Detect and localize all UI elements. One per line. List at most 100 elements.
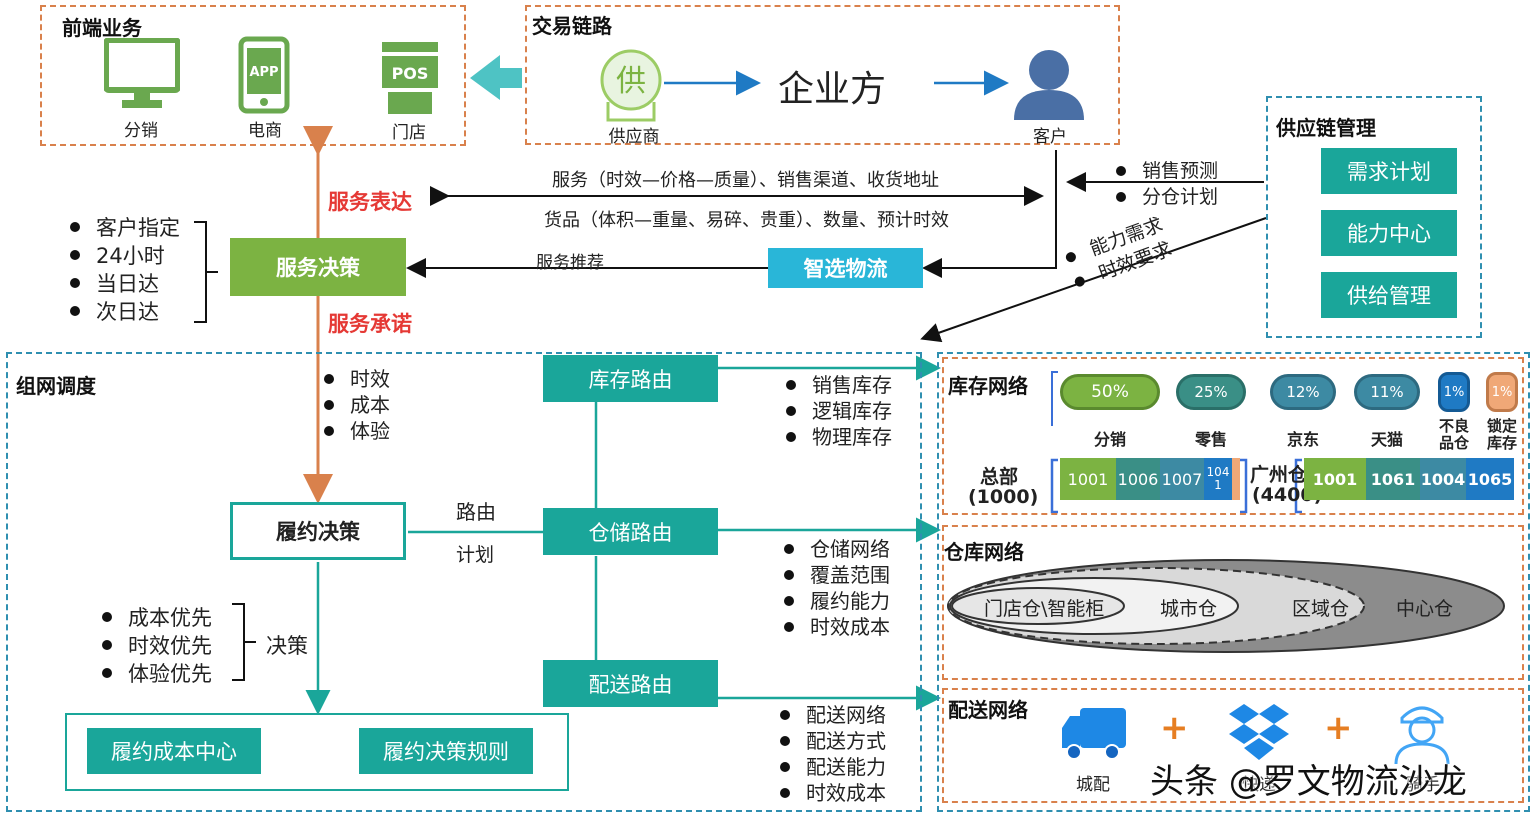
svg-text:POS: POS xyxy=(392,64,429,83)
service-decision-box[interactable]: 服务决策 xyxy=(230,238,406,296)
frontend-item-label: 门店 xyxy=(392,123,426,143)
gz-label: 广州仓 xyxy=(1250,464,1308,486)
routing-item: 履约能力 xyxy=(780,588,890,614)
courier-person-icon xyxy=(1394,706,1450,765)
hq-segment: 1006 xyxy=(1116,458,1160,500)
routing-item: 时效成本 xyxy=(776,780,886,806)
criteria-item: 成本 xyxy=(320,392,390,418)
channel-pill: 50% xyxy=(1060,374,1160,410)
hq-segment: 1001 xyxy=(1060,458,1116,500)
channel-label: 零售 xyxy=(1194,430,1227,449)
warehouse-level-label: 门店仓\智能柜 xyxy=(984,598,1105,620)
routing-item: 覆盖范围 xyxy=(780,562,890,588)
warehouse-network-section xyxy=(942,525,1524,680)
channel-pill: 11% xyxy=(1354,374,1420,410)
channel-pill: 1% xyxy=(1438,372,1470,412)
fulfillment-cost-center-box[interactable]: 履约成本中心 xyxy=(87,728,261,774)
channel-label: 天猫 xyxy=(1370,430,1403,449)
hq-segment-locked xyxy=(1232,458,1240,500)
network-section xyxy=(6,352,922,812)
channel-pill: 25% xyxy=(1176,374,1246,410)
parcel-box-icon xyxy=(1229,704,1289,760)
priority-item: 体验优先 xyxy=(98,660,212,688)
fulfillment-decision-box[interactable]: 履约决策 xyxy=(230,502,406,560)
mobile-app-icon: APP xyxy=(238,36,290,114)
service-promise-label: 服务承诺 xyxy=(328,312,412,336)
criteria-item: 时效 xyxy=(320,366,390,392)
priority-item: 时效优先 xyxy=(98,632,212,660)
routing-item: 配送网络 xyxy=(776,702,886,728)
warehouse-level-label: 城市仓 xyxy=(1160,598,1218,620)
channel-pill: 12% xyxy=(1270,374,1336,410)
pos-terminal-icon: POS xyxy=(382,42,438,114)
forecast-item: 分仓计划 xyxy=(1112,184,1218,210)
criteria-item: 体验 xyxy=(320,418,390,444)
warehouse-level-label: 区域仓 xyxy=(1292,598,1350,620)
svg-text:供: 供 xyxy=(616,64,646,99)
delivery-item-label: 快递 xyxy=(1242,775,1276,795)
gz-segment: 1004 xyxy=(1420,458,1466,500)
plus-icon: + xyxy=(1324,708,1353,748)
truck-icon xyxy=(1062,708,1126,760)
priority-list: 成本优先 时效优先 体验优先 xyxy=(98,604,212,688)
fulfillment-bottom-box xyxy=(65,713,569,791)
enterprise-label: 企业方 xyxy=(778,69,887,110)
criteria-list: 时效 成本 体验 xyxy=(320,366,390,444)
channel-label: 京东 xyxy=(1286,430,1319,449)
supplier-label: 供应商 xyxy=(608,127,660,147)
warehouse-network-title: 仓库网络 xyxy=(944,540,1024,564)
warehouse-level-label: 中心仓 xyxy=(1396,598,1454,620)
smart-logistics-box[interactable]: 智选物流 xyxy=(768,248,923,288)
trade-section xyxy=(525,5,1120,145)
hq-segment: 1007 xyxy=(1160,458,1204,500)
right-network-section xyxy=(937,352,1530,812)
service-option: 客户指定 xyxy=(66,214,180,242)
warehouse-routing-box[interactable]: 仓储路由 xyxy=(543,508,718,555)
service-option: 次日达 xyxy=(66,298,180,326)
routing-item: 时效成本 xyxy=(780,614,890,640)
plan-label: 计划 xyxy=(456,544,495,566)
goods-flow-text: 货品（体积—重量、易碎、贵重）、数量、预计时效 xyxy=(544,210,949,231)
delivery-network-title: 配送网络 xyxy=(948,698,1028,722)
routing-item: 销售库存 xyxy=(782,372,892,398)
channel-label: 分销 xyxy=(1093,430,1126,449)
hq-segment: 1041 xyxy=(1204,458,1232,500)
hq-code: (1000) xyxy=(968,486,1039,508)
frontend-section xyxy=(40,5,466,146)
routing-item: 配送方式 xyxy=(776,728,886,754)
scm-box-supply-management[interactable]: 供给管理 xyxy=(1321,272,1457,318)
delivery-item-label: 城配 xyxy=(1076,775,1110,795)
customer-person-icon xyxy=(1014,50,1084,120)
service-options-list: 客户指定 24小时 当日达 次日达 xyxy=(66,214,180,326)
warehouse-ellipses xyxy=(947,559,1505,653)
scm-box-demand-plan[interactable]: 需求计划 xyxy=(1321,148,1457,194)
delivery-routing-box[interactable]: 配送路由 xyxy=(543,660,718,707)
channel-label: 不良品仓 xyxy=(1438,417,1469,452)
delivery-network-section xyxy=(942,688,1524,803)
inventory-network-title: 库存网络 xyxy=(948,374,1028,398)
inventory-routing-box[interactable]: 库存路由 xyxy=(543,355,718,402)
frontend-item-label: 分销 xyxy=(124,121,158,141)
customer-label: 客户 xyxy=(1033,127,1067,147)
scm-box-capacity-center[interactable]: 能力中心 xyxy=(1321,210,1457,256)
gz-segment: 1065 xyxy=(1466,458,1514,500)
network-title: 组网调度 xyxy=(16,374,96,398)
plus-icon: + xyxy=(1160,708,1189,748)
supplier-icon: 供 xyxy=(600,49,662,122)
inventory-network-section xyxy=(942,357,1524,515)
routing-item: 配送能力 xyxy=(776,754,886,780)
frontend-item-label: 电商 xyxy=(248,121,282,141)
service-flow-text: 服务（时效—价格—质量）、销售渠道、收货地址 xyxy=(552,170,939,191)
trade-title: 交易链路 xyxy=(532,14,612,38)
service-express-label: 服务表达 xyxy=(328,190,412,214)
inventory-routing-items: 销售库存 逻辑库存 物理库存 xyxy=(782,372,892,450)
channel-pill: 1% xyxy=(1486,372,1518,412)
monitor-icon xyxy=(104,38,180,108)
scm-title: 供应链管理 xyxy=(1276,116,1376,140)
decision-label: 决策 xyxy=(266,634,308,658)
warehouse-routing-items: 仓储网络 覆盖范围 履约能力 时效成本 xyxy=(780,536,890,640)
frontend-title: 前端业务 xyxy=(62,16,142,40)
fulfillment-rules-box[interactable]: 履约决策规则 xyxy=(359,728,533,774)
routing-item: 物理库存 xyxy=(782,424,892,450)
